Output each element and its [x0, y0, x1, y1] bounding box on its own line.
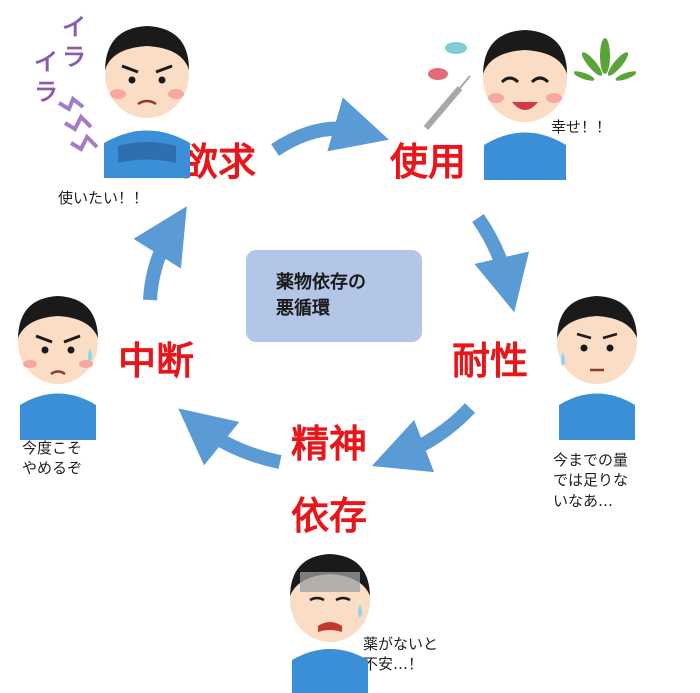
center-title-line2: 悪循環	[276, 298, 330, 320]
figure-use-person	[470, 20, 580, 180]
center-title: 薬物依存の 悪循環	[276, 270, 366, 322]
stage-stop-label: 中断	[118, 339, 195, 383]
pills-and-syringe-icon	[423, 42, 471, 130]
irritation-char-1: イ	[62, 13, 86, 41]
stage-dependence-label-line1: 精神	[291, 422, 368, 466]
center-box: 薬物依存の 悪循環	[246, 250, 422, 342]
arrow-dependence-to-stop	[178, 408, 282, 469]
caption-tolerance-line2: では足りな	[553, 471, 629, 490]
caption-dependence: 薬がないと 不安…！	[363, 634, 438, 675]
irritation-char-3: イ	[34, 48, 58, 76]
figure-tolerance-person	[547, 290, 647, 440]
arrow-stop-to-desire	[133, 206, 187, 301]
caption-dependence-line2: 不安…！	[363, 655, 424, 674]
caption-stop-line1: 今度こそ	[22, 439, 83, 457]
caption-tolerance-line1: 今までの量	[553, 451, 629, 469]
caption-tolerance: 今までの量 では足りな いなあ…	[553, 450, 628, 511]
caption-tolerance-line3: いなあ…	[553, 491, 614, 510]
caption-use: 幸せ！！	[551, 118, 612, 136]
irritation-char-4: ラ	[34, 78, 58, 106]
caption-dependence-line1: 薬がないと	[363, 635, 439, 653]
arrow-desire-to-use	[271, 97, 389, 156]
irritation-char-2: ラ	[62, 43, 86, 71]
arrow-tolerance-to-dependence	[371, 403, 476, 473]
stage-use-label: 使用	[390, 140, 467, 184]
stage-dependence-label-line2: 依存	[291, 494, 368, 538]
center-title-line1: 薬物依存の	[276, 272, 366, 293]
arrow-use-to-tolerance	[472, 214, 530, 313]
caption-stop: 今度こそ やめるぞ	[22, 438, 82, 479]
stage-tolerance-label: 耐性	[452, 339, 529, 383]
stage-desire-label: 欲求	[180, 140, 257, 184]
cannabis-leaf-icon	[574, 38, 636, 81]
figure-desire-person	[92, 18, 202, 178]
caption-stop-line2: やめるぞ	[22, 459, 83, 478]
irritation-zigzag-icon	[57, 95, 99, 152]
figure-dependence-person	[280, 548, 380, 693]
figure-stop-person	[8, 290, 108, 440]
caption-desire: 使いたい！！	[58, 189, 149, 207]
